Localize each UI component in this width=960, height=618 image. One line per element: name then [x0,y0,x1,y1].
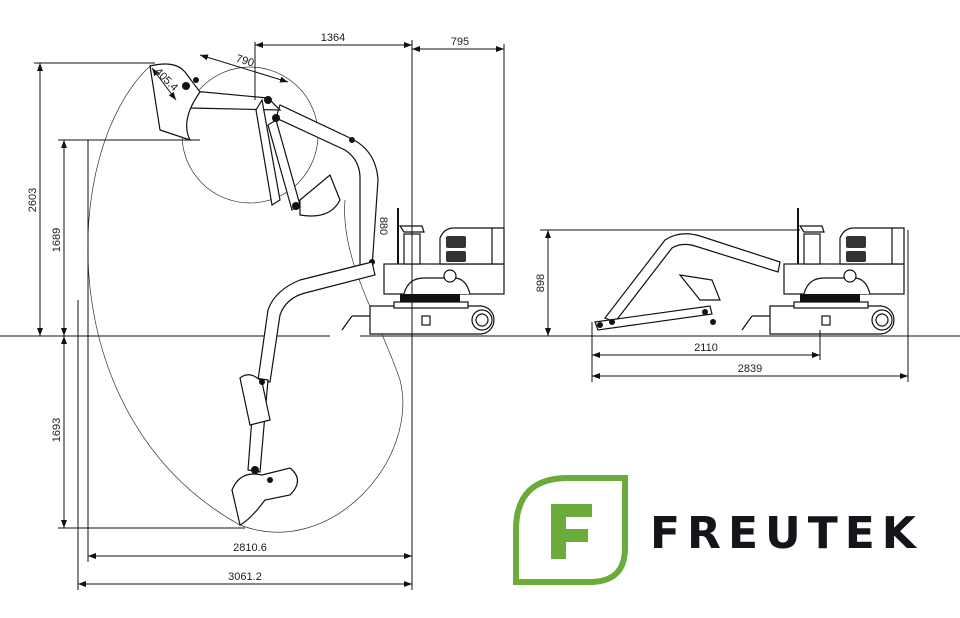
dim-max-reach: 3061.2 [77,300,412,590]
logo-f-letter [551,504,592,559]
dim-rear-length: 795 [412,36,505,230]
dim-max-dump-height: 1689 [51,139,200,336]
dim-top-reach: 1364 [254,32,413,336]
label-790: 790 [234,53,255,70]
dim-arm-length: 790 [199,53,289,83]
working-envelope [87,65,404,533]
dim-overall-length: 2839 [592,230,909,382]
label-2110: 2110 [694,342,718,354]
label-2603: 2603 [27,188,39,212]
label-1364: 1364 [321,32,345,44]
label-1689: 1689 [51,228,63,252]
label-795: 795 [451,36,469,48]
label-3061-2: 3061.2 [228,571,262,583]
logo-wordmark: FREUTEK [650,508,923,559]
excavator-transport-view [741,207,905,335]
dim-max-dig-height: 2603 [27,62,155,336]
boom-folded [594,233,781,331]
label-880: 880 [377,217,389,235]
freutek-logo: FREUTEK [513,475,923,585]
label-2839: 2839 [738,363,762,375]
bucket-arc [181,66,319,204]
boom-raised [149,63,379,269]
logo-leaf-mark [513,475,628,585]
label-2810-6: 2810.6 [233,542,267,554]
label-1693: 1693 [51,418,63,442]
dim-length-to-track: 2110 [591,322,821,382]
boom-lowered [231,261,376,526]
dim-max-dig-depth: 1693 [51,336,245,529]
dim-transport-height: 898 [535,229,800,336]
label-898: 898 [535,274,547,292]
dim-max-reach-ground: 2810.6 [87,140,413,590]
